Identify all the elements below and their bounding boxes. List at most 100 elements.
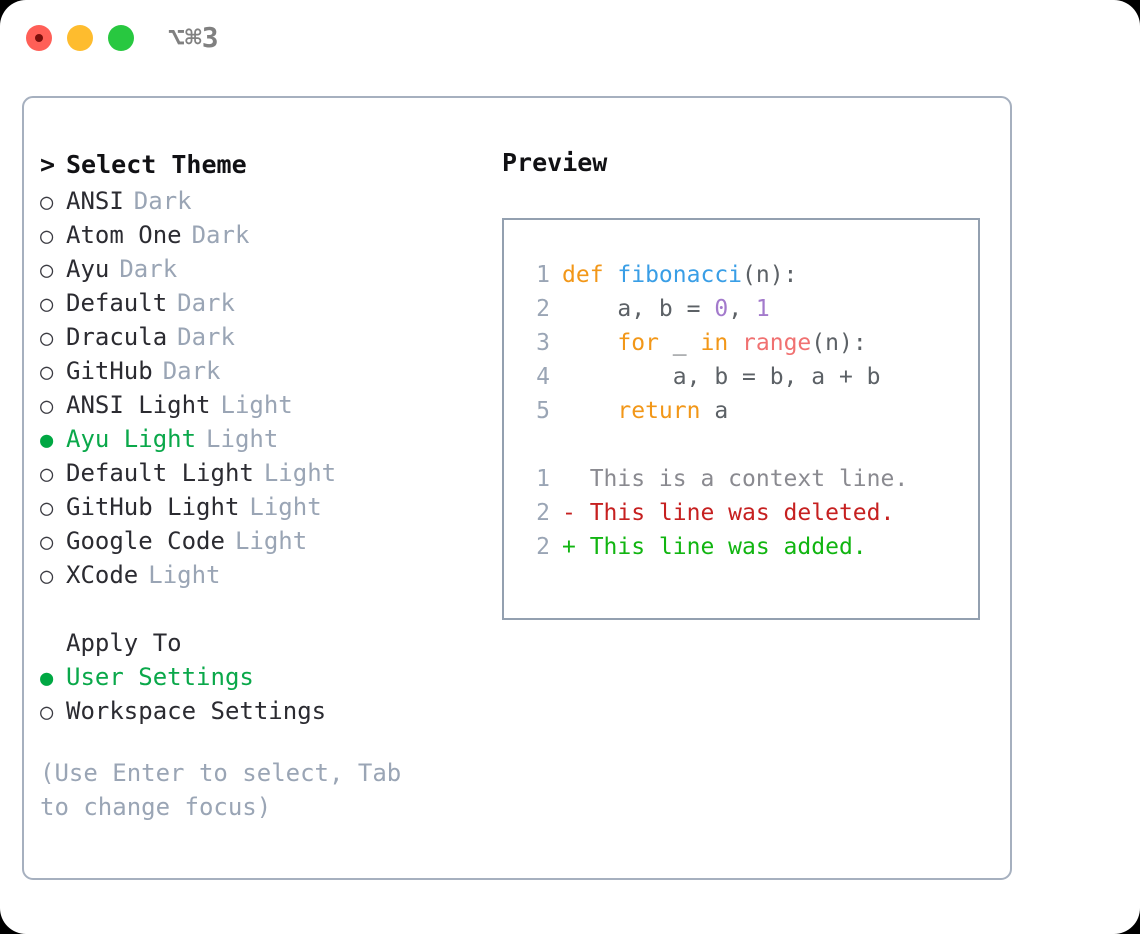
theme-name-label: ANSI Light — [66, 391, 211, 419]
radio-unselected-icon[interactable]: ○ — [40, 258, 54, 283]
diff-line-number: 2 — [536, 500, 550, 526]
code-line-content: a, b = 0, 1 — [562, 292, 770, 326]
radio-unselected-icon[interactable]: ○ — [40, 496, 54, 521]
code-line: 3 for _ in range(n): — [504, 326, 978, 360]
theme-variant-label: Dark — [133, 187, 192, 215]
diff-line: 1 This is a context line. — [504, 462, 978, 496]
code-line: 4 a, b = b, a + b — [504, 360, 978, 394]
code-token-num: 1 — [755, 296, 770, 322]
diff-line-content-add: + This line was added. — [562, 534, 867, 560]
apply-to-label: Workspace Settings — [66, 697, 327, 725]
theme-name-label: Ayu Light — [66, 425, 197, 453]
theme-list-item[interactable]: ○ Atom One Dark — [40, 218, 470, 252]
code-token-num: 0 — [714, 296, 729, 322]
code-token-pl: (n): — [742, 262, 798, 288]
hint-spacer — [40, 728, 470, 756]
code-token-pl — [562, 330, 617, 356]
code-token-pl: , — [728, 296, 756, 322]
theme-variant-label: Light — [206, 425, 279, 453]
code-diff-separator — [504, 428, 978, 462]
code-token-call: range — [742, 330, 812, 356]
theme-name-label: Ayu — [66, 255, 110, 283]
apply-to-list-item[interactable]: ○ Workspace Settings — [40, 694, 470, 728]
radio-unselected-icon[interactable]: ○ — [40, 224, 54, 249]
title-bar: ⌥⌘3 — [0, 0, 1140, 78]
theme-name-label: XCode — [66, 561, 139, 589]
code-token-pl — [562, 398, 617, 424]
radio-unselected-icon[interactable]: ○ — [40, 292, 54, 317]
theme-list-item[interactable]: ○ ANSI Dark — [40, 184, 470, 218]
radio-selected-icon[interactable]: ● — [40, 666, 54, 691]
radio-unselected-icon[interactable]: ○ — [40, 564, 54, 589]
radio-unselected-icon[interactable]: ○ — [40, 530, 54, 555]
theme-variant-label: Dark — [191, 221, 250, 249]
code-line-number: 5 — [536, 398, 550, 424]
select-theme-heading: > Select Theme — [40, 146, 470, 184]
keyboard-shortcut-label: ⌥⌘3 — [168, 21, 219, 54]
theme-list-item[interactable]: ○ GitHub Light Light — [40, 490, 470, 524]
theme-name-label: GitHub Light — [66, 493, 240, 521]
theme-list-item[interactable]: ○ Dracula Dark — [40, 320, 470, 354]
code-line-number: 4 — [536, 364, 550, 390]
select-theme-heading-label: Select Theme — [66, 150, 247, 179]
code-line-number: 2 — [536, 296, 550, 322]
radio-unselected-icon[interactable]: ○ — [40, 190, 54, 215]
close-button[interactable] — [26, 25, 52, 51]
code-line: 1 def fibonacci(n): — [504, 258, 978, 292]
code-line-content: for _ in range(n): — [562, 326, 867, 360]
theme-variant-label: Dark — [162, 357, 221, 385]
code-token-kw: for — [617, 330, 659, 356]
traffic-light-buttons — [26, 25, 134, 51]
theme-name-label: ANSI — [66, 187, 124, 215]
code-token-kw: in — [700, 330, 729, 356]
theme-name-label: Default Light — [66, 459, 254, 487]
radio-unselected-icon[interactable]: ○ — [40, 700, 54, 725]
code-line-number: 1 — [536, 262, 550, 288]
diff-sample: 1 This is a context line. 2 - This line wa… — [504, 462, 978, 564]
diff-line: 2+ This line was added. — [504, 530, 978, 564]
apply-to-list: ● User Settings ○ Workspace Settings — [40, 660, 470, 728]
radio-unselected-icon[interactable]: ○ — [40, 326, 54, 351]
code-line-content: def fibonacci(n): — [562, 258, 797, 292]
diff-line-content-ctx: This is a context line. — [562, 466, 909, 492]
keyboard-hint-text: (Use Enter to select, Tab to change focu… — [40, 759, 402, 821]
code-token-pl: a — [700, 398, 729, 424]
code-token-kw: def — [562, 262, 618, 288]
theme-name-label: Atom One — [66, 221, 182, 249]
code-token-pl — [728, 330, 742, 356]
apply-to-list-item[interactable]: ● User Settings — [40, 660, 470, 694]
code-token-pl: (n): — [811, 330, 867, 356]
code-token-fn: fibonacci — [617, 262, 743, 288]
apply-to-label: User Settings — [66, 663, 254, 691]
maximize-button[interactable] — [108, 25, 134, 51]
radio-unselected-icon[interactable]: ○ — [40, 462, 54, 487]
radio-selected-icon[interactable]: ● — [40, 428, 54, 453]
caret-icon: > — [40, 150, 56, 179]
diff-line-content-del: - This line was deleted. — [562, 500, 895, 526]
theme-list-item[interactable]: ● Ayu Light Light — [40, 422, 470, 456]
radio-unselected-icon[interactable]: ○ — [40, 394, 54, 419]
diff-line: 2 - This line was deleted. — [504, 496, 978, 530]
apply-to-heading-label: Apply To — [66, 629, 182, 657]
theme-variant-label: Dark — [177, 323, 235, 351]
code-line: 5 return a — [504, 394, 978, 428]
theme-name-label: Dracula — [66, 323, 168, 351]
code-line-content: a, b = b, a + b — [562, 360, 881, 394]
radio-unselected-icon[interactable]: ○ — [40, 360, 54, 385]
theme-variant-label: Light — [249, 493, 322, 521]
code-token-pl: _ — [658, 330, 701, 356]
minimize-button[interactable] — [67, 25, 93, 51]
